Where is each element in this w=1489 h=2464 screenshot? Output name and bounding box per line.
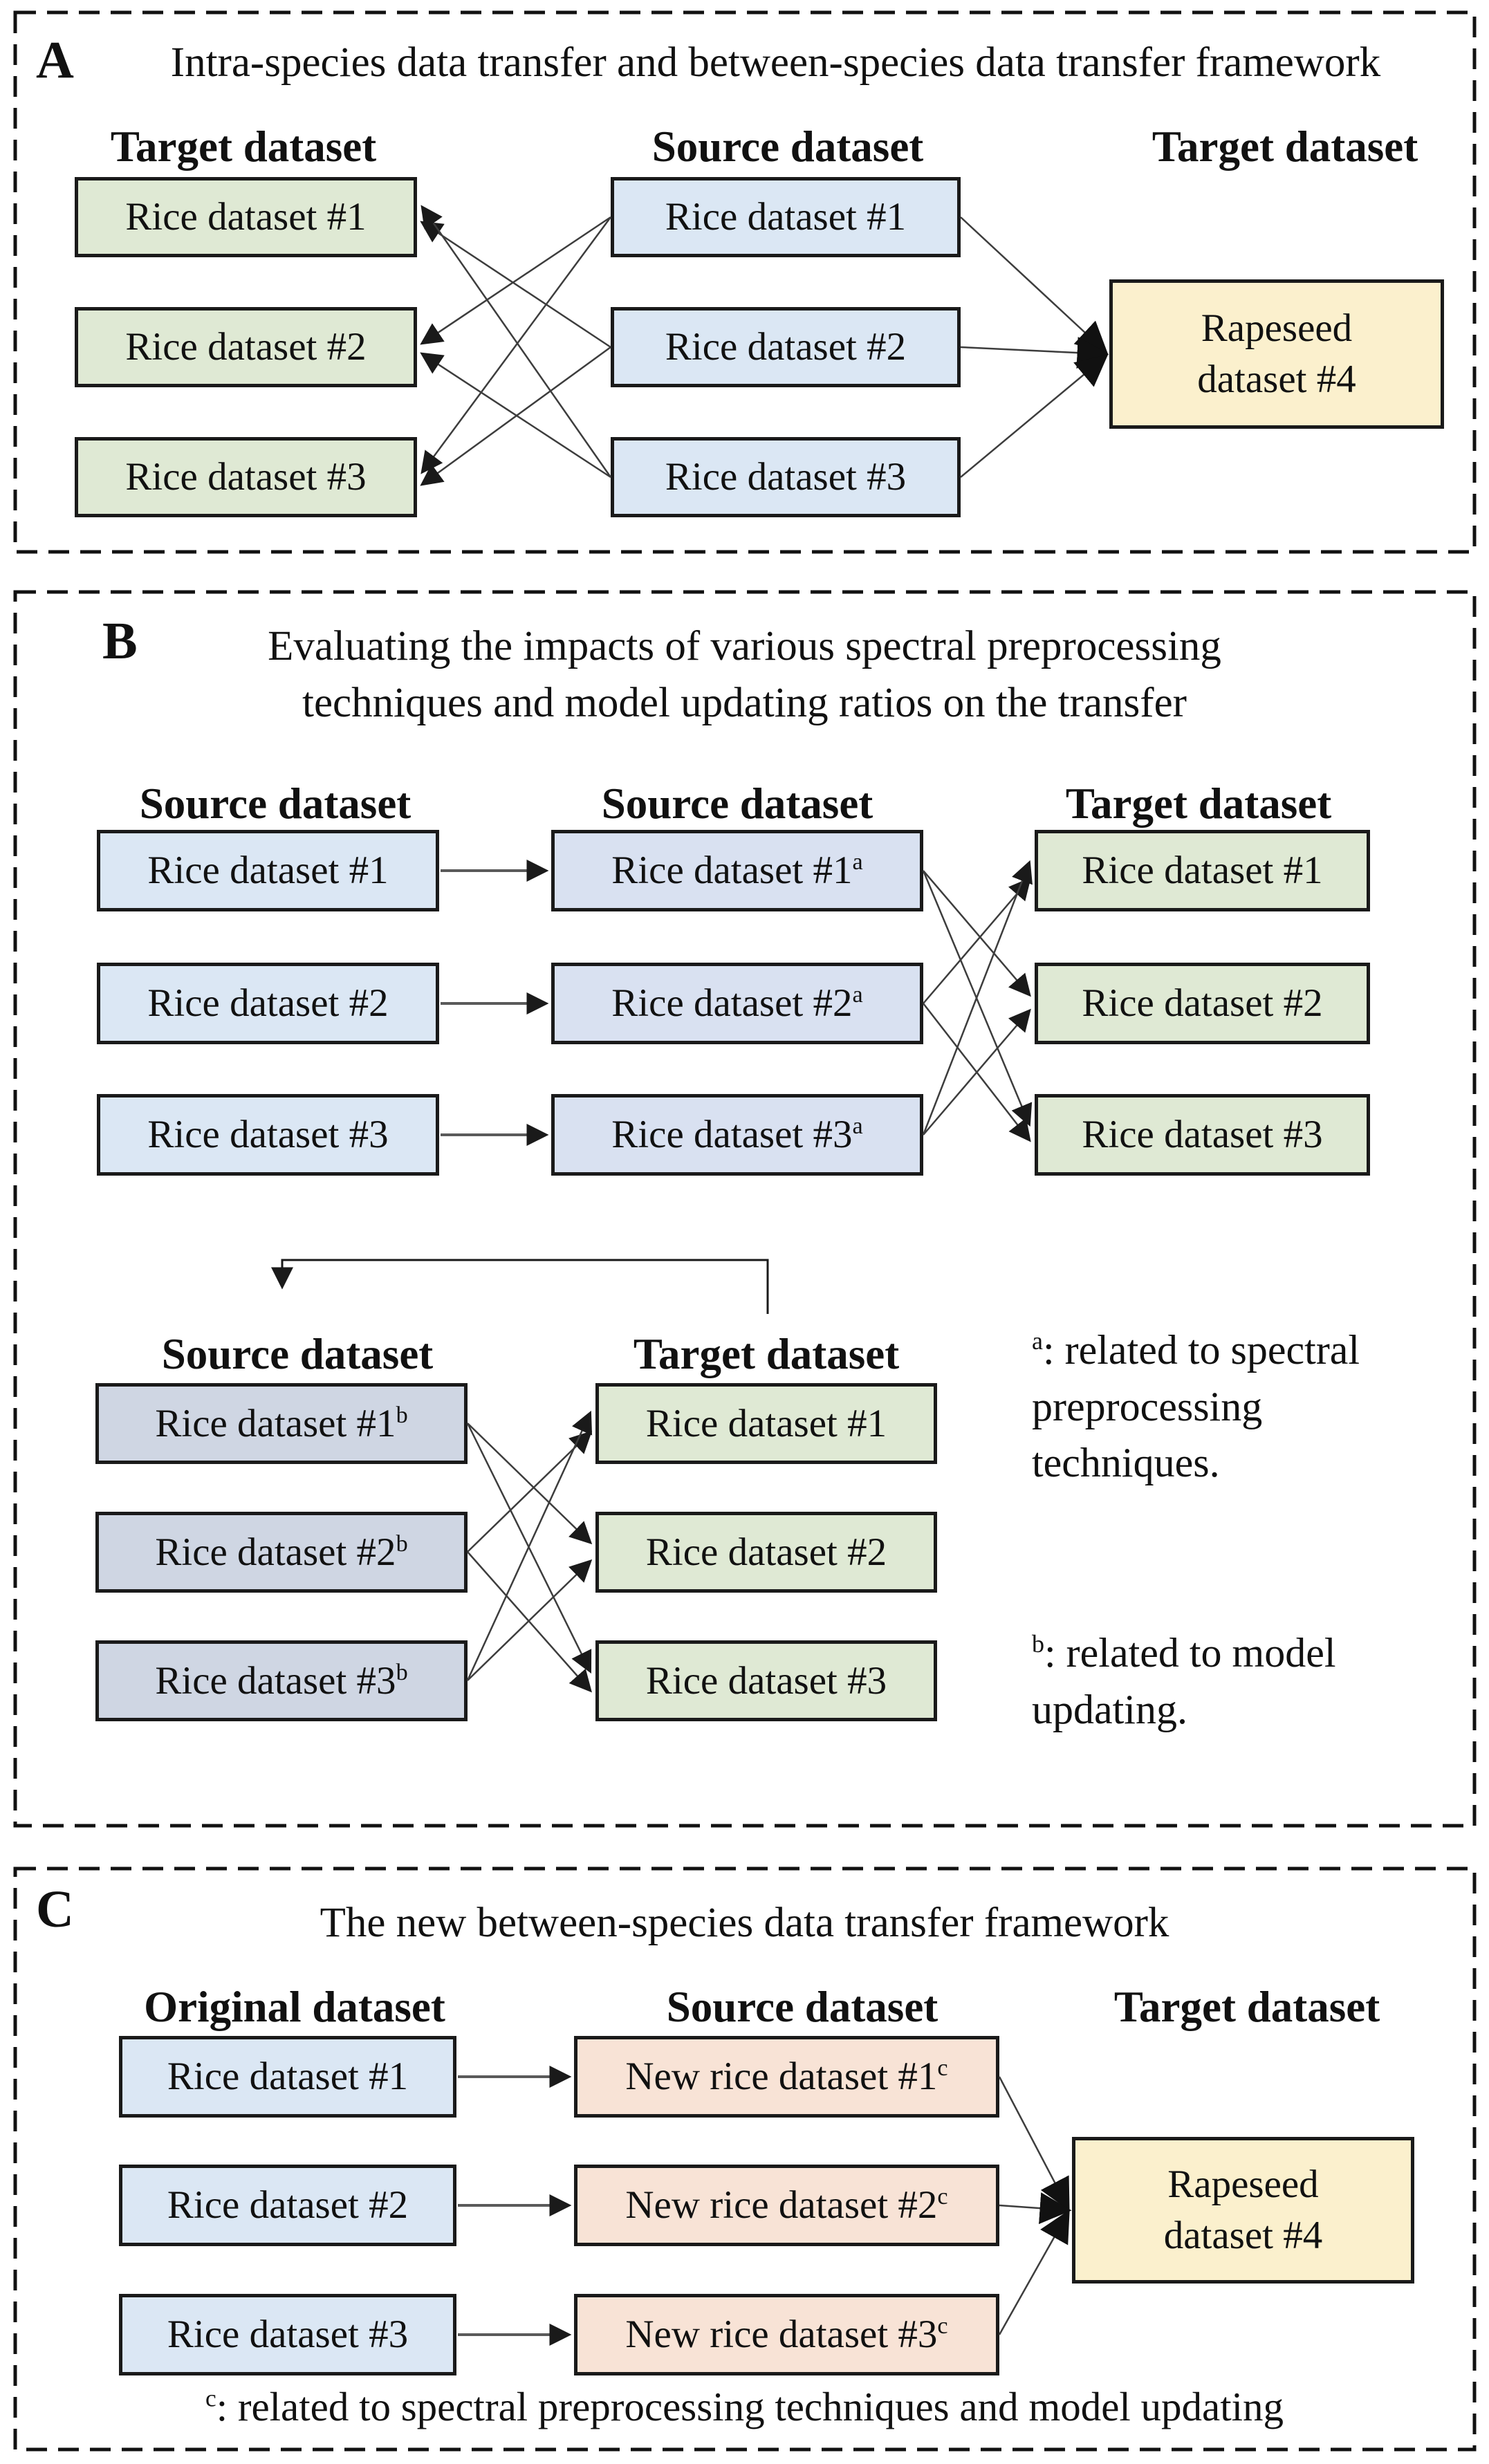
box-b-target-rice3: Rice dataset #3 <box>1035 1094 1370 1176</box>
box-b-target-rice1: Rice dataset #1 <box>1035 830 1370 911</box>
box-c-original-rice3: Rice dataset #3 <box>119 2294 456 2375</box>
panel-c-horizontal-arrows <box>458 2066 572 2346</box>
box-b-bottom-target-rice3: Rice dataset #3 <box>595 1640 937 1721</box>
panel-c-letter: C <box>36 1880 74 1938</box>
box-b-updated-rice1-b: Rice dataset #1b <box>95 1383 468 1464</box>
box-c-source-newrice2-c: New rice dataset #2c <box>574 2165 999 2246</box>
box-b-source-rice2: Rice dataset #2 <box>97 963 439 1044</box>
panel-b-title-line2: techniques and model updating ratios on … <box>302 680 1187 726</box>
panel-c-footnote: c: related to spectral preprocessing tec… <box>205 2384 1284 2429</box>
box-b-bottom-target-rice1: Rice dataset #1 <box>595 1383 937 1464</box>
panel-a-col2-header: Source dataset <box>651 122 924 171</box>
panel-a-letter: A <box>36 31 74 89</box>
box-b-bottom-target-rice2: Rice dataset #2 <box>595 1512 937 1593</box>
panel-b-title-line1: Evaluating the impacts of various spectr… <box>268 623 1221 669</box>
panel-b-horizontal-arrows <box>441 860 549 1146</box>
panel-b-bottom-col1-header: Source dataset <box>161 1330 434 1378</box>
panel-b-top-crossing-arrows <box>922 860 1033 1142</box>
box-c-source-newrice1-c: New rice dataset #1c <box>574 2036 999 2118</box>
box-b-source-rice3-a: Rice dataset #3a <box>551 1094 923 1176</box>
box-b-updated-rice2-b: Rice dataset #2b <box>95 1512 468 1593</box>
box-a-source-rice1: Rice dataset #1 <box>611 177 961 257</box>
panel-b-bottom-col2-header: Target dataset <box>633 1330 900 1378</box>
box-a-source-rice2: Rice dataset #2 <box>611 307 961 387</box>
box-b-target-rice2: Rice dataset #2 <box>1035 963 1370 1044</box>
panel-a-crossing-arrows <box>420 205 612 486</box>
panel-c-col2-header: Source dataset <box>666 1983 938 2031</box>
panel-c-converge-arrows <box>998 2076 1072 2335</box>
panel-b-bottom-crossing-arrows <box>466 1410 593 1693</box>
panel-b-top-col1-header: Source dataset <box>139 779 411 828</box>
box-c-original-rice1: Rice dataset #1 <box>119 2036 456 2118</box>
box-c-original-rice2: Rice dataset #2 <box>119 2165 456 2246</box>
box-a-target-rice1: Rice dataset #1 <box>75 177 417 257</box>
panel-b-note-b: b: related to model updating. <box>1032 1630 1336 1732</box>
panel-b-loop-arrow <box>271 1259 769 1314</box>
panel-a-converge-arrows <box>960 216 1109 478</box>
box-c-source-newrice3-c: New rice dataset #3c <box>574 2294 999 2375</box>
box-b-source-rice1: Rice dataset #1 <box>97 830 439 911</box>
panel-b-top-col2-header: Source dataset <box>601 779 873 828</box>
panel-c-title: The new between-species data transfer fr… <box>320 1900 1169 1946</box>
box-b-source-rice2-a: Rice dataset #2a <box>551 963 923 1044</box>
panel-a-title: Intra-species data transfer and between-… <box>170 39 1381 86</box>
box-b-source-rice3: Rice dataset #3 <box>97 1094 439 1176</box>
box-b-source-rice1-a: Rice dataset #1a <box>551 830 923 911</box>
box-a-target-rice3: Rice dataset #3 <box>75 437 417 517</box>
panel-b-top-col3-header: Target dataset <box>1065 779 1332 828</box>
panel-b-note-a: a: related to spectral preprocessing tec… <box>1032 1327 1360 1486</box>
panel-a-col3-header: Target dataset <box>1152 122 1418 171</box>
box-a-target-rice2: Rice dataset #2 <box>75 307 417 387</box>
panel-a-col1-header: Target dataset <box>110 122 377 171</box>
box-b-updated-rice3-b: Rice dataset #3b <box>95 1640 468 1721</box>
panel-c-col3-header: Target dataset <box>1113 1983 1380 2031</box>
panel-c-col1-header: Original dataset <box>144 1983 445 2031</box>
box-a-source-rice3: Rice dataset #3 <box>611 437 961 517</box>
